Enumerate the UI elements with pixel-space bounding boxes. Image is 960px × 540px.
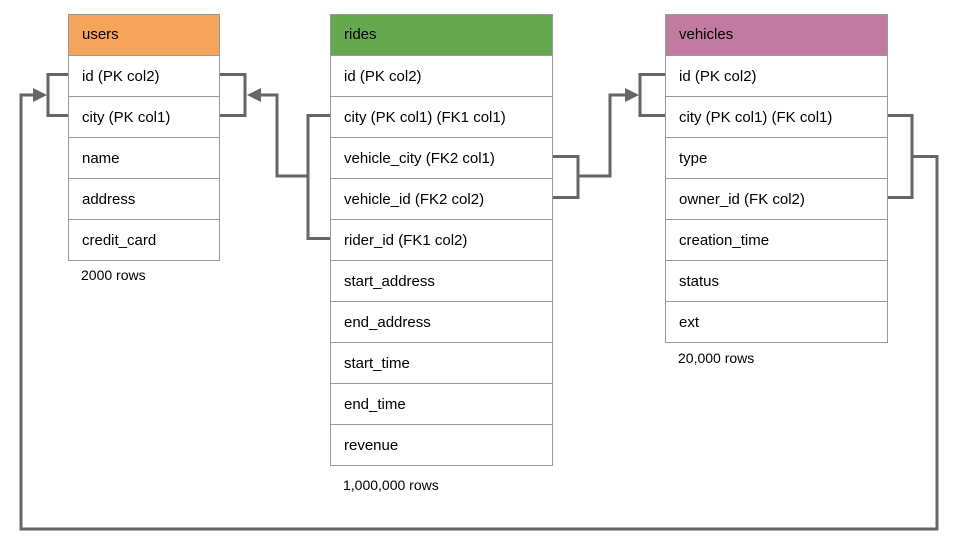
vehicles-column-city: city (PK col1) (FK col1) [666,96,887,137]
users-column-address: address [69,178,219,219]
table-users-header: users [69,15,219,55]
fk1-arrowhead-icon [247,88,261,102]
rides-left-bracket [306,114,330,240]
users-right-bracket [220,73,247,117]
rides-column-end-address: end_address [331,301,552,342]
rides-right-bracket [553,155,580,199]
table-rides: rides id (PK col2) city (PK col1) (FK1 c… [330,14,553,466]
vehicles-right-bracket [888,114,914,199]
rides-column-vehicle-city: vehicle_city (FK2 col1) [331,137,552,178]
rides-column-vehicle-id: vehicle_id (FK2 col2) [331,178,552,219]
vehicles-column-id: id (PK col2) [666,55,887,96]
users-column-credit-card: credit_card [69,219,219,260]
fk1-rides-to-users-line [258,93,308,178]
vehicles-row-count: 20,000 rows [678,350,755,366]
rides-column-id: id (PK col2) [331,55,552,96]
table-vehicles-header: vehicles [666,15,887,55]
rides-column-start-time: start_time [331,342,552,383]
rides-row-count: 1,000,000 rows [343,477,439,493]
rides-column-rider-id: rider_id (FK1 col2) [331,219,552,260]
rides-column-end-time: end_time [331,383,552,424]
table-vehicles: vehicles id (PK col2) city (PK col1) (FK… [665,14,888,343]
vehicles-column-ext: ext [666,301,887,342]
fk2-rides-to-vehicles-line [578,93,628,178]
rides-column-city: city (PK col1) (FK1 col1) [331,96,552,137]
vehicles-column-creation-time: creation_time [666,219,887,260]
fk2-arrowhead-icon [625,88,639,102]
users-column-name: name [69,137,219,178]
vehicles-left-bracket [638,73,665,117]
rides-column-start-address: start_address [331,260,552,301]
fk-vehicles-arrowhead-icon [33,88,47,102]
rides-column-revenue: revenue [331,424,552,465]
table-rides-header: rides [331,15,552,55]
vehicles-column-status: status [666,260,887,301]
users-column-id: id (PK col2) [69,55,219,96]
table-users: users id (PK col2) city (PK col1) name a… [68,14,220,261]
fk-vehicles-to-users-line [19,93,939,531]
vehicles-column-type: type [666,137,887,178]
users-row-count: 2000 rows [81,267,146,283]
users-column-city: city (PK col1) [69,96,219,137]
vehicles-column-owner-id: owner_id (FK col2) [666,178,887,219]
users-left-bracket [46,73,68,117]
